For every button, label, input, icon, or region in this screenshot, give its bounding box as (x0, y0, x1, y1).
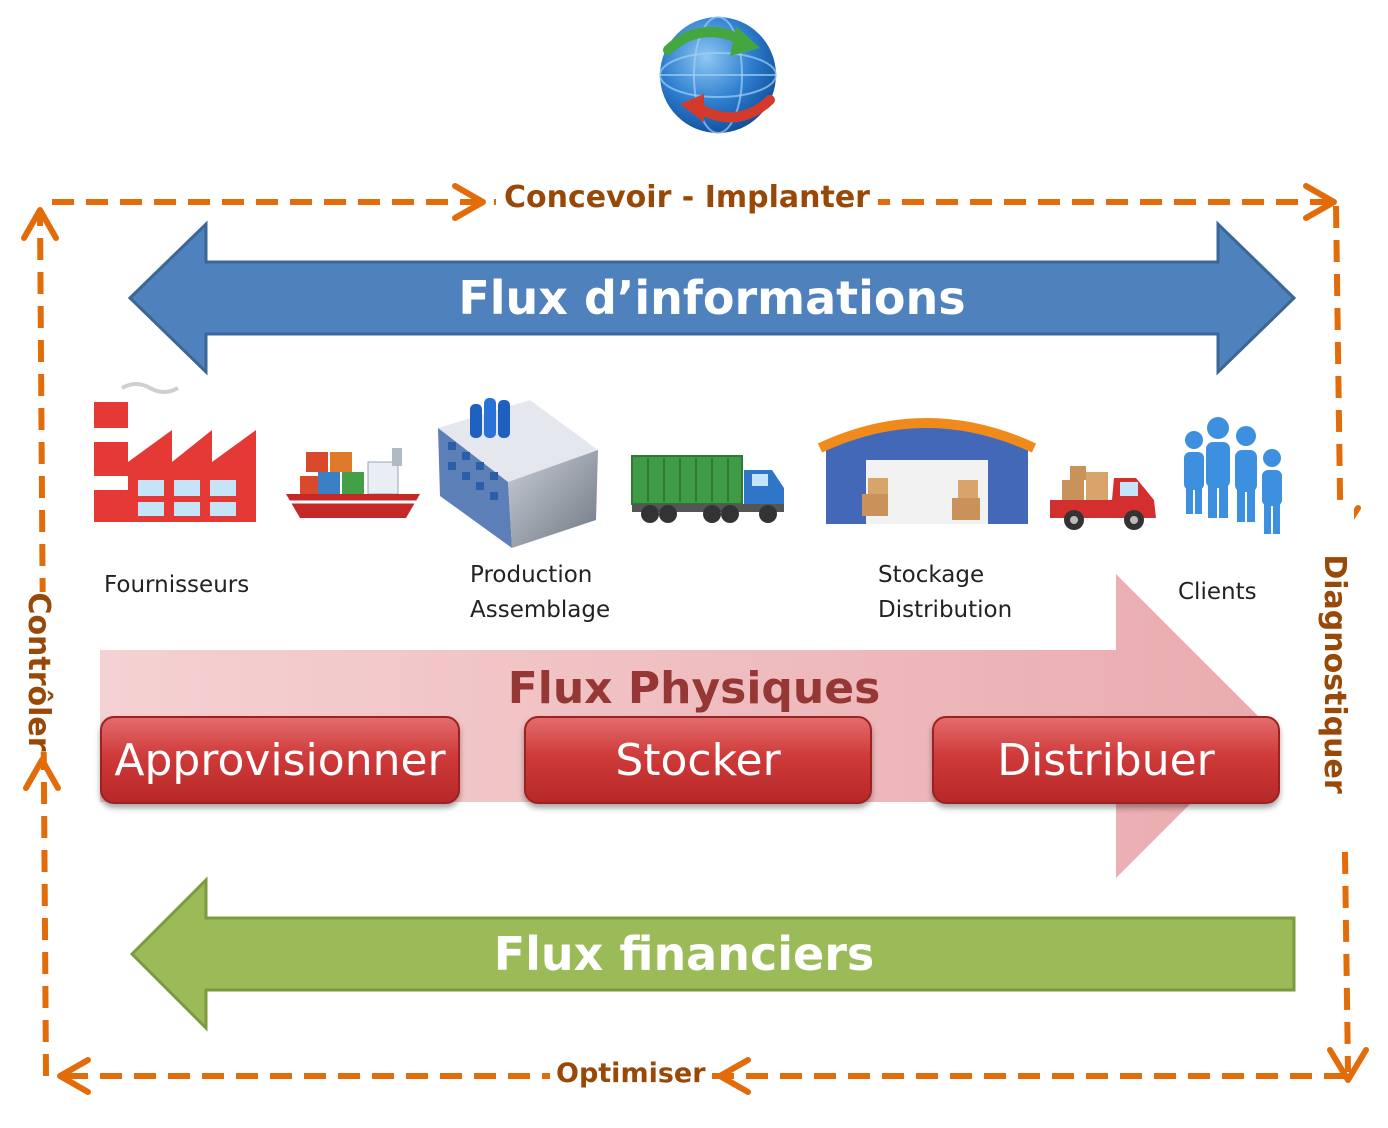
cycle-bottom-mid-arrow (717, 1057, 751, 1095)
production-building-icon (438, 398, 598, 548)
cycle-label-concevoir-implanter: Concevoir - Implanter (496, 176, 878, 220)
warehouse-icon (817, 418, 1037, 524)
cycle-left-mid-arrow (23, 757, 61, 791)
cycle-label-controler: Contrôler (18, 592, 58, 752)
cargo-ship-icon (286, 448, 420, 518)
stage-label-production-assemblage: Production Assemblage (470, 558, 610, 628)
globe-exchange-icon (659, 16, 777, 134)
stage-label-line: Stockage (878, 562, 985, 588)
process-stocker: Stocker (524, 716, 872, 804)
people-group-icon (1184, 417, 1282, 534)
cycle-top-end-arrow (1303, 183, 1337, 221)
stage-label-stockage-distribution: Stockage Distribution (878, 558, 1012, 628)
physical-flow-label: Flux Physiques (507, 663, 881, 714)
cycle-label-diagnostiquer: Diagnostiquer (1314, 504, 1354, 844)
stage-label-line: Production (470, 562, 593, 588)
cycle-arrowheads (21, 183, 1369, 1095)
improvement-cycle (37, 199, 1351, 1079)
cycle-right-end-arrow (1327, 1047, 1369, 1083)
stage-label-line: Fournisseurs (104, 572, 250, 598)
information-flow-arrow (127, 220, 1297, 376)
stage-label-clients: Clients (1178, 575, 1257, 610)
financial-flow-arrow (129, 876, 1296, 1032)
process-approvisionner: Approvisionner (100, 716, 460, 804)
cycle-top-mid-arrow (452, 183, 486, 221)
stage-label-line: Assemblage (470, 597, 611, 623)
process-distribuer: Distribuer (932, 716, 1280, 804)
financial-flow-label: Flux financiers (493, 927, 875, 981)
factory-icon (94, 382, 256, 522)
cycle-left-end-arrow (21, 207, 59, 241)
cycle-label-optimiser: Optimiser (550, 1054, 712, 1094)
cycle-left-line (37, 211, 49, 1077)
cycle-bottom-end-arrow (57, 1057, 91, 1095)
container-truck-icon (631, 455, 784, 523)
information-flow-label: Flux d’informations (458, 271, 966, 325)
stage-label-line: Clients (1178, 579, 1257, 605)
stage-label-line: Distribution (878, 597, 1013, 623)
cycle-right-line (1333, 205, 1351, 1073)
delivery-pickup-icon (1050, 466, 1156, 530)
stage-label-fournisseurs: Fournisseurs (104, 568, 249, 603)
